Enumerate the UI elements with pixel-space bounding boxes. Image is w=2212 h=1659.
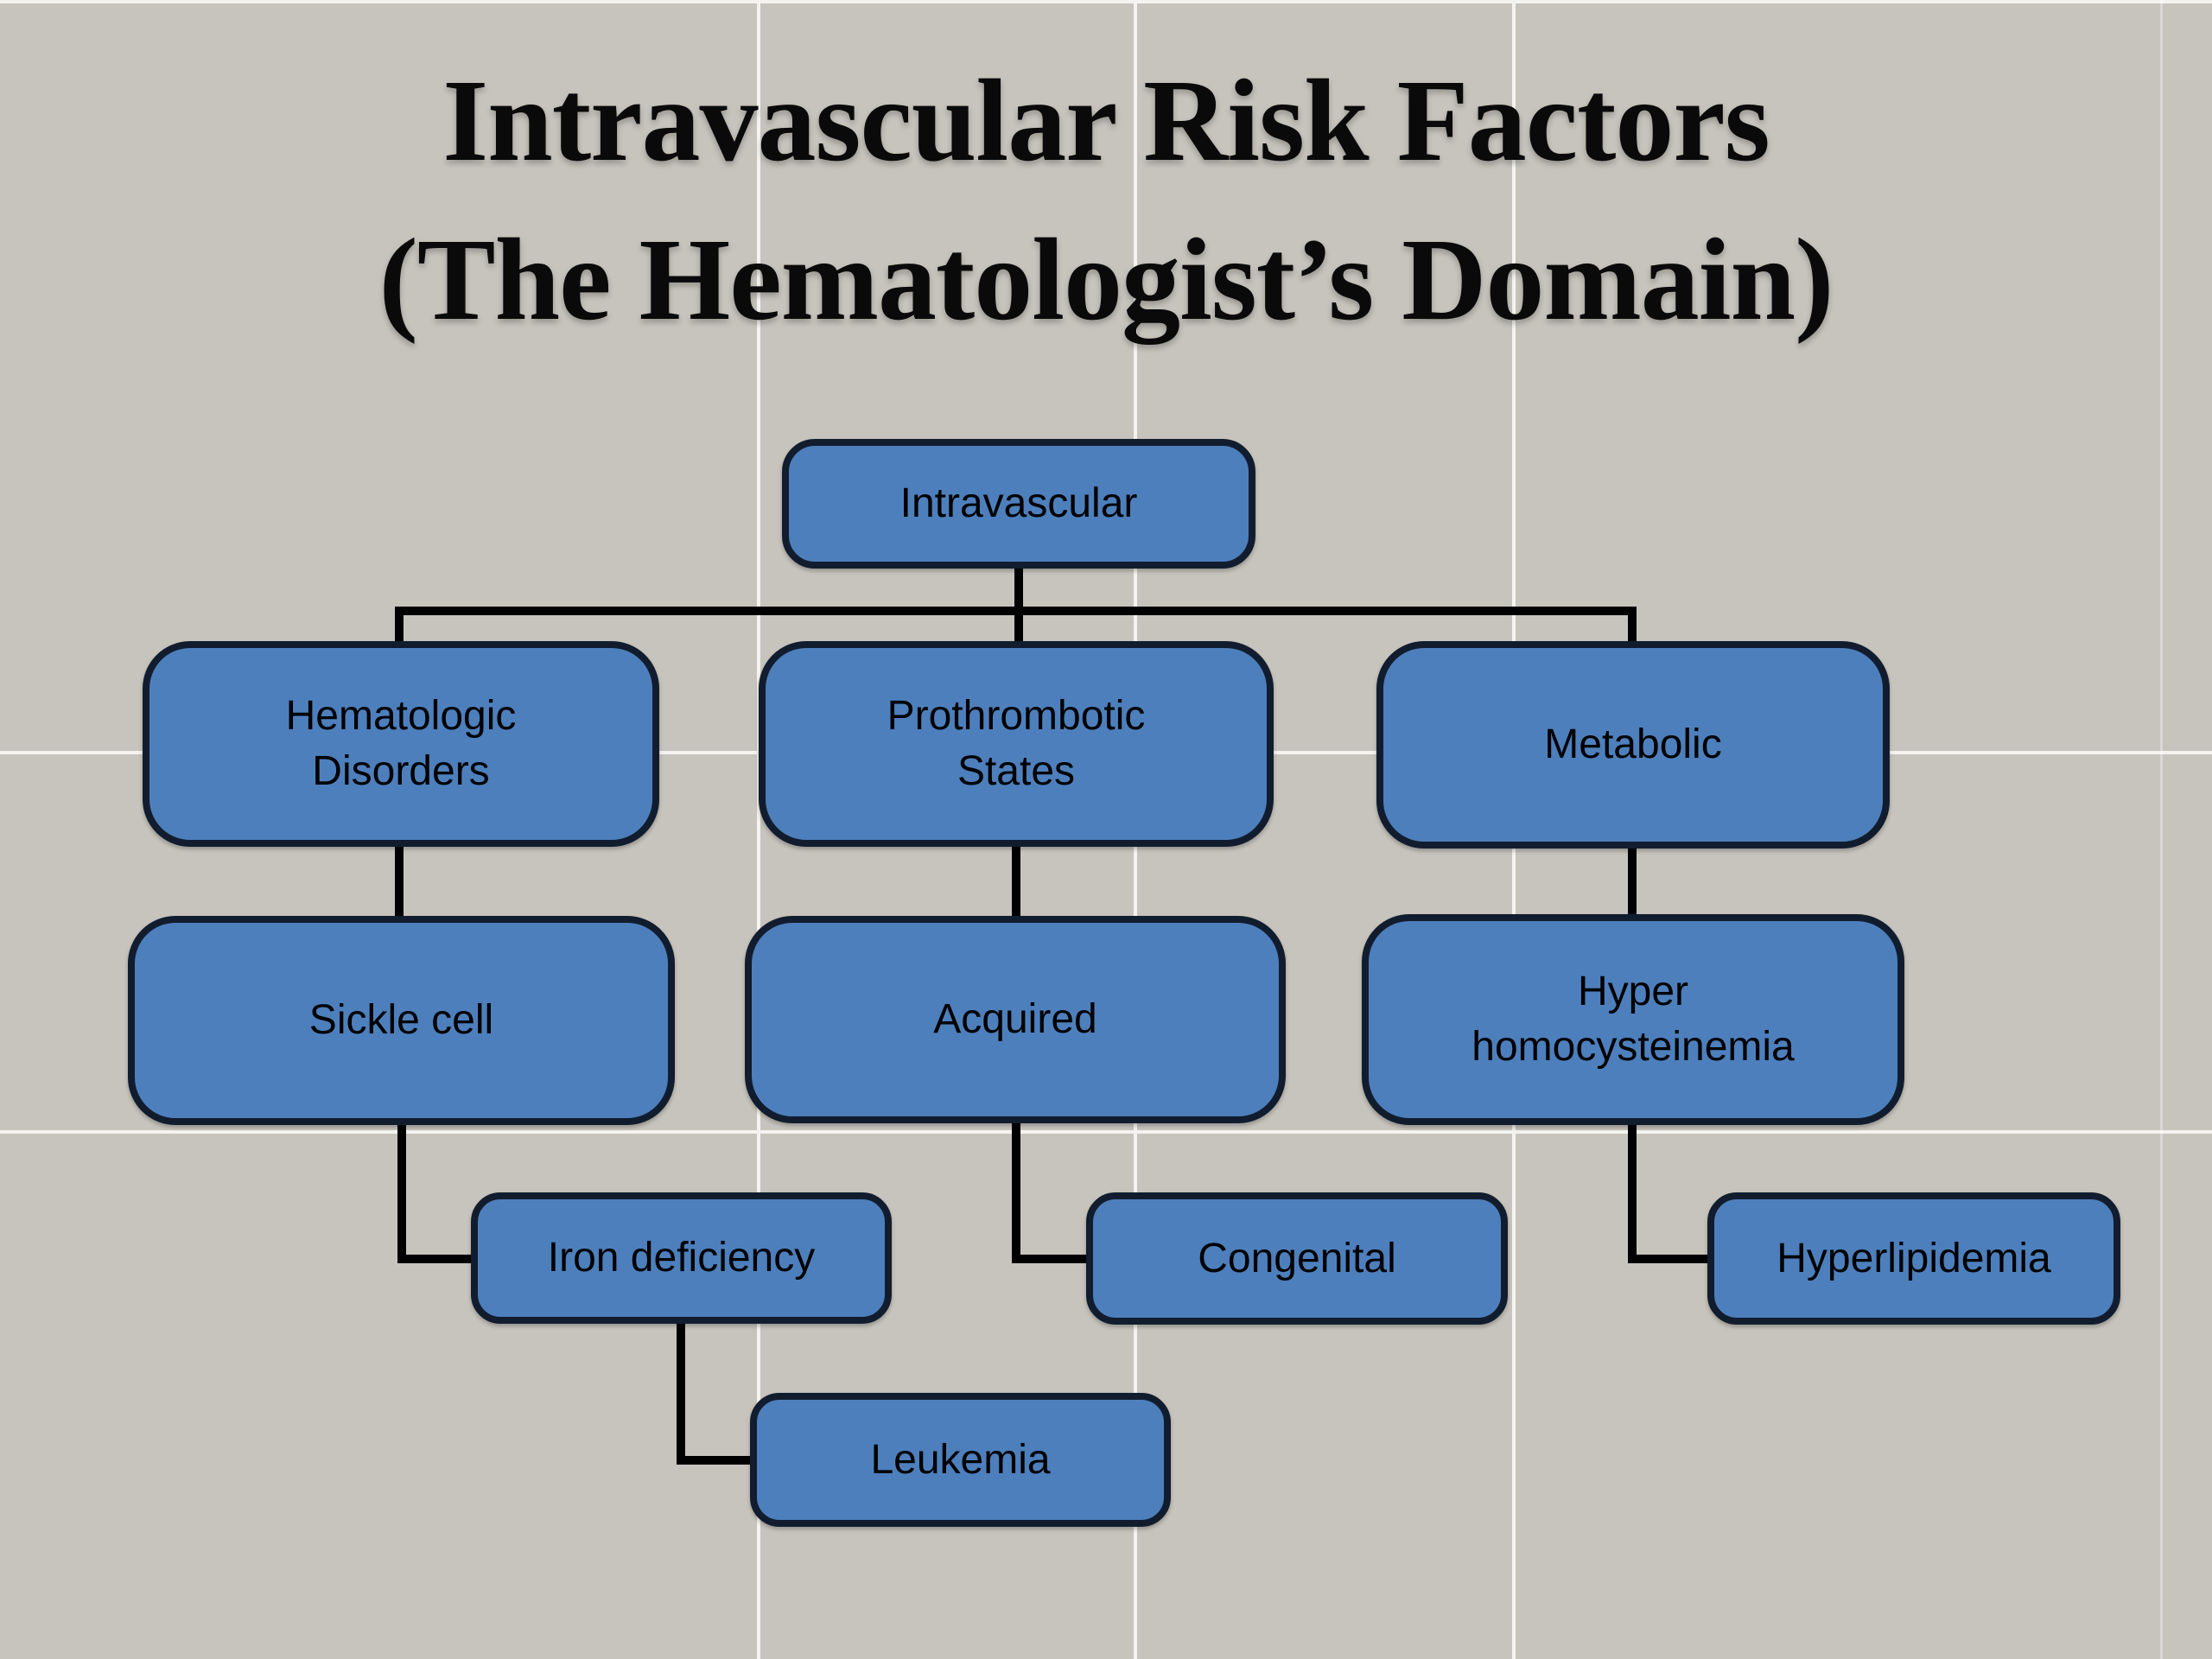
connector-sickle-to-iron-vertical: [397, 1118, 406, 1263]
connector-top-rail: [395, 607, 1637, 615]
node-leukemia-label: Leukemia: [870, 1436, 1051, 1483]
node-intravascular: Intravascular: [782, 439, 1255, 569]
node-prothrombotic-states-label: Prothrombotic States: [887, 693, 1146, 794]
node-hyperlipidemia: Hyperlipidemia: [1707, 1192, 2120, 1325]
connector-rail-to-metabolic: [1628, 607, 1637, 650]
gridline-horizontal-top: [0, 0, 2212, 3]
node-sickle-cell: Sickle cell: [128, 916, 675, 1125]
node-acquired-label: Acquired: [933, 996, 1097, 1042]
node-congenital-label: Congenital: [1198, 1235, 1396, 1281]
node-hyperlipidemia-label: Hyperlipidemia: [1777, 1235, 2051, 1281]
node-iron-deficiency-label: Iron deficiency: [547, 1235, 816, 1281]
connector-prothrombotic-to-acquired: [1012, 838, 1020, 925]
connector-intravascular-stem: [1014, 562, 1023, 648]
node-metabolic: Metabolic: [1376, 641, 1890, 849]
connector-acquired-to-congenital-vertical: [1012, 1116, 1020, 1263]
connector-acquired-to-congenital-horizontal: [1012, 1255, 1093, 1263]
node-hematologic-disorders-label: Hematologic Disorders: [285, 693, 517, 794]
node-sickle-cell-label: Sickle cell: [308, 997, 494, 1043]
connector-hyperhomo-to-hyperlipidemia-horizontal: [1628, 1255, 1714, 1263]
node-intravascular-label: Intravascular: [899, 480, 1138, 526]
connector-sickle-to-iron-horizontal: [397, 1255, 478, 1263]
slide-title-line1: Intravascular Risk Factors: [442, 56, 1770, 186]
node-congenital: Congenital: [1086, 1192, 1508, 1325]
node-prothrombotic-states: Prothrombotic States: [759, 641, 1274, 847]
node-acquired: Acquired: [745, 916, 1286, 1123]
node-leukemia: Leukemia: [750, 1393, 1171, 1527]
gridline-horizontal-2: [0, 1130, 2212, 1134]
connector-rail-to-hematologic: [395, 607, 404, 650]
node-hyper-homocysteinemia-label: Hyper homocysteinemia: [1471, 969, 1795, 1070]
connector-hyperhomo-to-hyperlipidemia-vertical: [1628, 1118, 1637, 1263]
connector-metabolic-to-hyperhomocysteinemia: [1628, 840, 1637, 923]
gridline-vertical-1: [757, 0, 760, 1659]
node-iron-deficiency: Iron deficiency: [471, 1192, 892, 1324]
connector-iron-to-leukemia-vertical: [677, 1317, 685, 1465]
connector-iron-to-leukemia-horizontal: [677, 1456, 757, 1465]
node-hematologic-disorders: Hematologic Disorders: [143, 641, 659, 847]
slide-title: Intravascular Risk Factors (The Hematolo…: [0, 41, 2212, 359]
connector-hematologic-to-sickle-cell: [395, 838, 404, 925]
node-metabolic-label: Metabolic: [1544, 721, 1722, 767]
gridline-vertical-4: [2160, 0, 2163, 1659]
node-hyper-homocysteinemia: Hyper homocysteinemia: [1362, 914, 1904, 1125]
slide-title-line2: (The Hematologist’s Domain): [378, 215, 1834, 345]
